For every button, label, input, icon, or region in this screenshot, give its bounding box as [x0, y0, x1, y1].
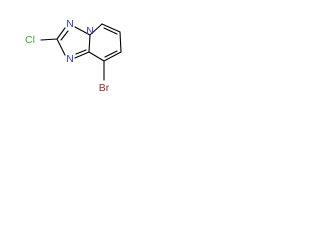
chemical-structure: N N N Cl Br: [25, 18, 122, 94]
bond-c8-c8a: [88, 51, 105, 62]
bonds: [40, 23, 122, 81]
atom-n1: N: [66, 18, 74, 30]
bond-na-c5: [89, 23, 103, 36]
atom-cl: Cl: [25, 34, 35, 46]
bond-c7-c8: [103, 51, 122, 62]
bond-n3-c8a-inner: [75, 49, 87, 55]
bond-c5-c6: [101, 23, 121, 33]
atom-n-bridgehead: N: [86, 25, 94, 37]
atom-n3: N: [66, 53, 74, 65]
bond-na-n1: [74, 26, 91, 36]
bond-n3-c8a: [74, 51, 90, 59]
bond-c8a-na: [88, 34, 91, 53]
bond-c6-c7: [119, 31, 122, 53]
bond-c7-c8-inner: [104, 50, 118, 58]
atom-br: Br: [99, 82, 110, 94]
atom-labels: N N N Cl Br: [25, 18, 110, 94]
bond-n1-c2: [56, 27, 66, 40]
bond-c5-c6-inner: [103, 27, 118, 35]
bond-c2-n3: [56, 38, 66, 56]
bond-n1-c2-inner: [60, 30, 69, 41]
bond-c2-cl: [40, 38, 58, 41]
